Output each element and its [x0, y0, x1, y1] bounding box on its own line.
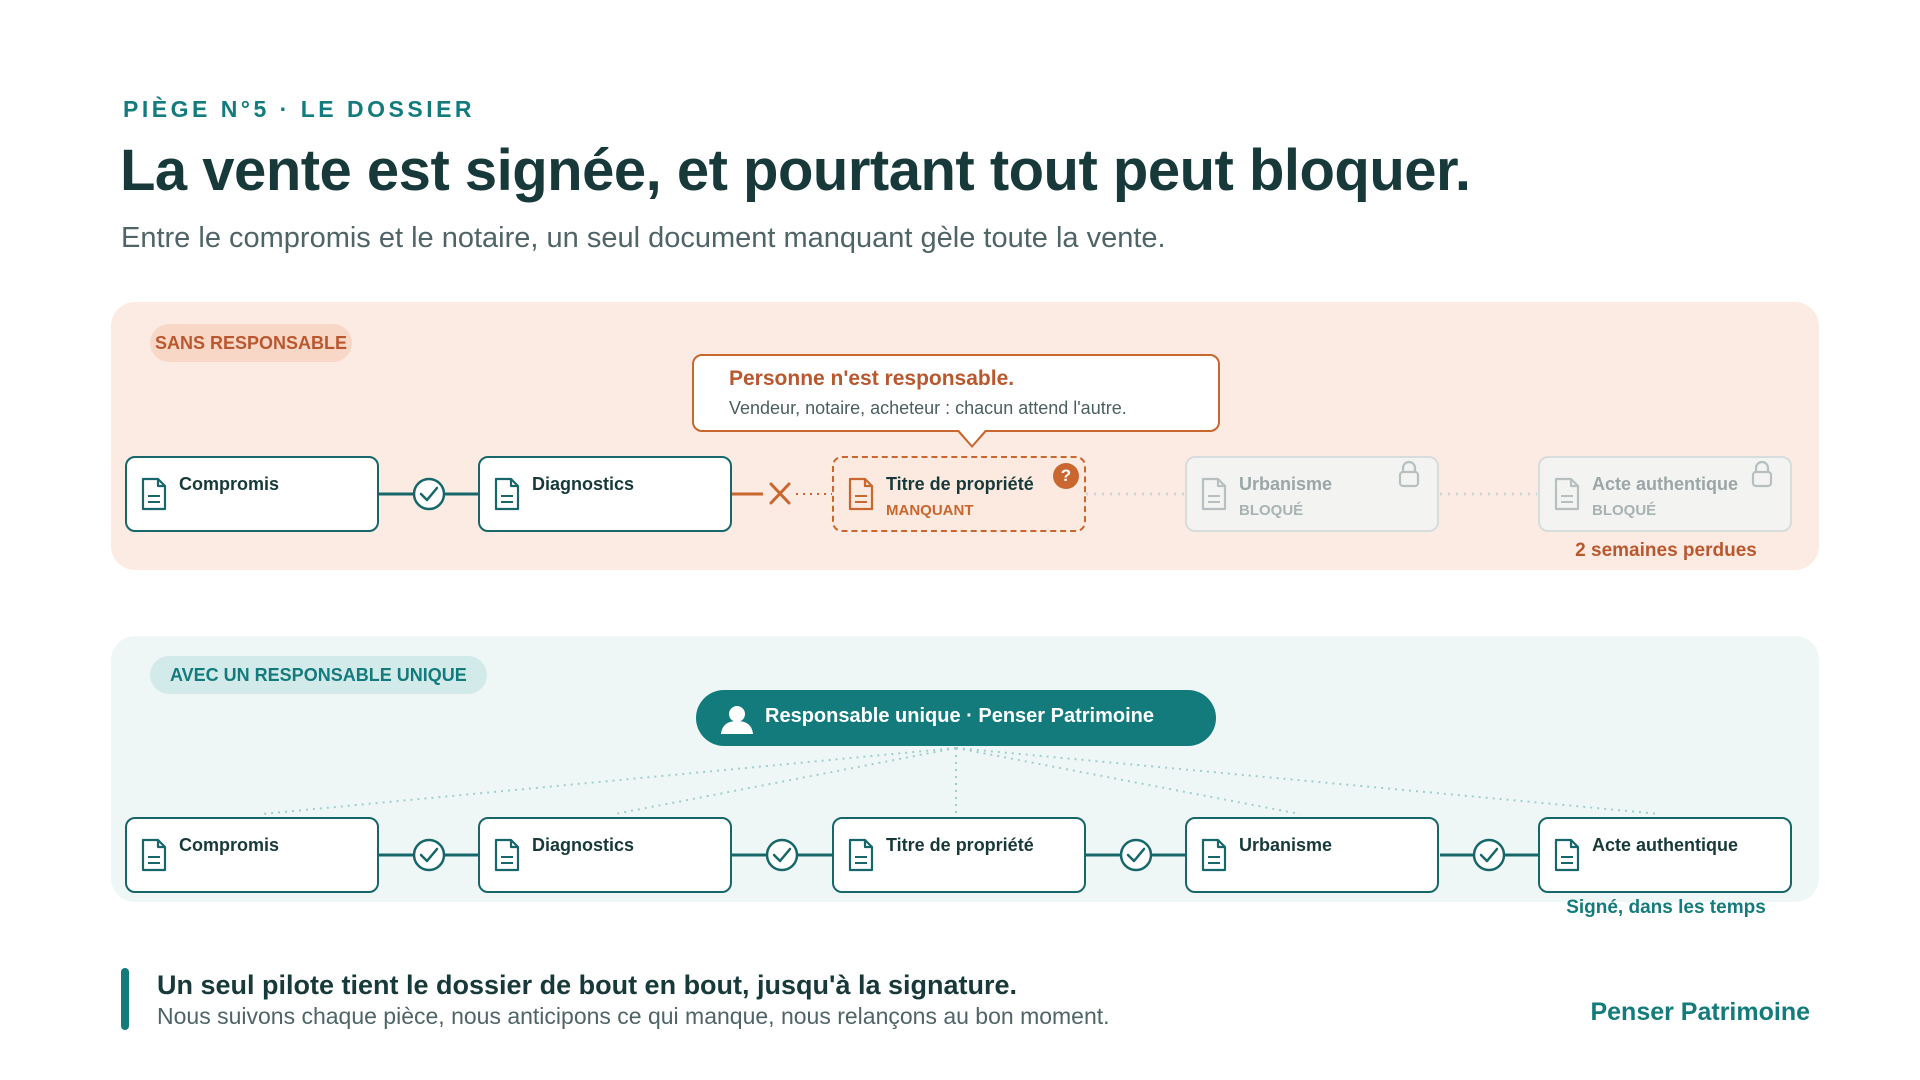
step-card-compromis[interactable]: Compromis [125, 817, 379, 893]
step-label: Acte authentique [1592, 474, 1739, 494]
document-icon [1201, 838, 1227, 872]
callout-title: Personne n'est responsable. [729, 367, 1015, 390]
question-icon: ? [1053, 463, 1079, 489]
step-card-diagnostics[interactable]: Diagnostics [478, 456, 732, 532]
page-subtitle: Entre le compromis et le notaire, un seu… [121, 222, 1166, 254]
document-icon [494, 477, 520, 511]
status-blocked: BLOQUÉ [1592, 502, 1657, 519]
owner-pill[interactable]: Responsable unique · Penser Patrimoine [696, 690, 1216, 746]
document-icon [141, 477, 167, 511]
status-blocked: BLOQUÉ [1239, 502, 1304, 519]
step-label: Diagnostics [532, 474, 635, 494]
step-card-compromis[interactable]: Compromis [125, 456, 379, 532]
badge-without-owner: SANS RESPONSABLE [150, 324, 353, 362]
step-card-urbanisme-blocked: Urbanisme BLOQUÉ [1185, 456, 1439, 532]
document-icon [141, 838, 167, 872]
document-icon [1554, 477, 1580, 511]
callout: Personne n'est responsable. Vendeur, not… [692, 354, 1220, 432]
note-weeks-lost: 2 semaines perdues [1575, 540, 1757, 561]
step-label: Compromis [179, 474, 280, 494]
brand-name: Penser Patrimoine [1590, 998, 1810, 1026]
step-label: Titre de propriété [886, 474, 1034, 494]
page-title: La vente est signée, et pourtant tout pe… [120, 138, 1471, 203]
document-icon [1554, 838, 1580, 872]
step-card-titre-missing[interactable]: Titre de propriété MANQUANT ? [832, 456, 1086, 532]
step-card-diagnostics[interactable]: Diagnostics [478, 817, 732, 893]
quote-bar [121, 968, 129, 1030]
lock-icon [1751, 460, 1773, 488]
lock-icon [1398, 460, 1420, 488]
step-label: Diagnostics [532, 835, 635, 855]
step-card-acte-blocked: Acte authentique BLOQUÉ [1538, 456, 1792, 532]
badge-with-owner: AVEC UN RESPONSABLE UNIQUE [150, 656, 487, 694]
step-label: Titre de propriété [886, 835, 1034, 855]
step-card-acte[interactable]: Acte authentique [1538, 817, 1792, 893]
note-signed-on-time: Signé, dans les temps [1566, 897, 1766, 918]
callout-tail-inner [959, 430, 985, 445]
callout-text: Vendeur, notaire, acheteur : chacun atte… [729, 398, 1127, 418]
status-missing: MANQUANT [886, 502, 974, 519]
document-icon [494, 838, 520, 872]
footer-title: Un seul pilote tient le dossier de bout … [157, 970, 1018, 1000]
footer-text: Nous suivons chaque pièce, nous anticipo… [157, 1003, 1110, 1029]
owner-label: Responsable unique · Penser Patrimoine [765, 705, 1154, 727]
person-icon [721, 706, 753, 734]
step-card-titre[interactable]: Titre de propriété [832, 817, 1086, 893]
step-label: Urbanisme [1239, 474, 1333, 494]
step-label: Acte authentique [1592, 835, 1739, 855]
step-label: Compromis [179, 835, 280, 855]
document-icon [848, 838, 874, 872]
eyebrow: PIÈGE N°5 · LE DOSSIER [123, 96, 476, 122]
document-icon [1201, 477, 1227, 511]
step-card-urbanisme[interactable]: Urbanisme [1185, 817, 1439, 893]
document-icon [848, 477, 874, 511]
step-label: Urbanisme [1239, 835, 1333, 855]
